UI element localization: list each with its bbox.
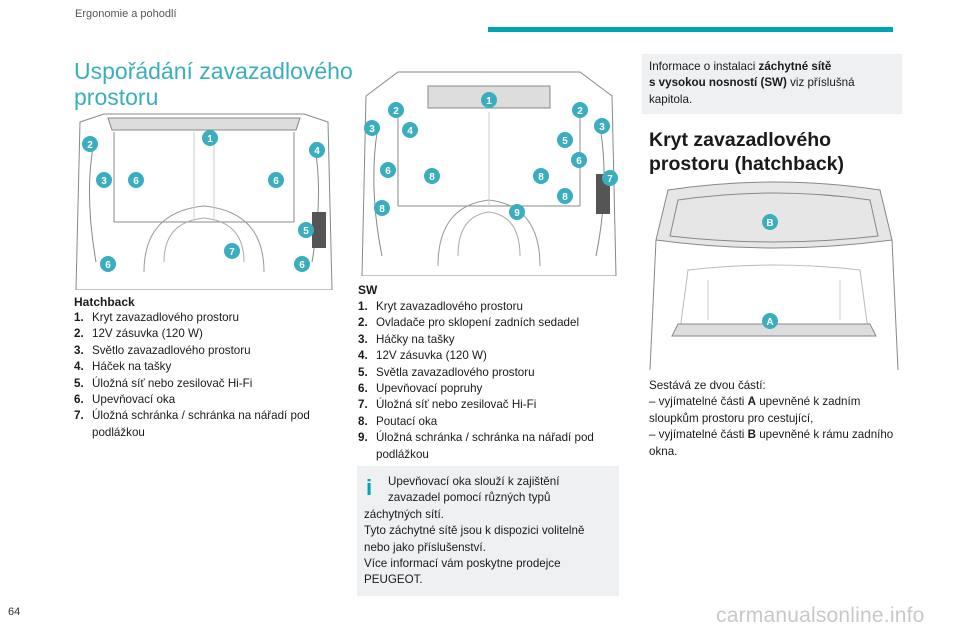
callout-b: B <box>766 218 773 229</box>
list-item: 5.Světla zavazadlového prostoru <box>358 365 535 379</box>
list-item: 7.Úložná síť nebo zesilovač Hi-Fi <box>358 398 537 412</box>
callout-3a: 3 <box>369 124 375 135</box>
list-item: 1.Kryt zavazadlového prostoru <box>74 311 239 324</box>
cover-illustration: B A <box>649 181 899 370</box>
info-box <box>357 466 619 596</box>
hatchback-list: 1.Kryt zavazadlového prostoru 2.12V zásu… <box>74 310 336 441</box>
sw-callouts: 1 2 2 3 3 4 5 6 6 7 8 8 8 8 9 <box>364 92 618 220</box>
list-item: 3.Světlo zavazadlového prostoru <box>74 343 251 357</box>
cover-title: Kryt zavazadlového prostoru (hatchback) <box>649 129 845 175</box>
hatchback-caption: Hatchback <box>74 295 135 309</box>
list-item: 2.12V zásuvka (120 W) <box>74 327 203 341</box>
list-item: 6.Upevňovací oka <box>74 393 176 407</box>
cover-part-a-shape <box>671 323 877 337</box>
list-item: 5.Úložná síť nebo zesilovač Hi-Fi <box>74 376 253 390</box>
header-accent-bar <box>488 27 893 32</box>
list-item: 1.Kryt zavazadlového prostoru <box>358 300 523 313</box>
sw-illustration: 1 2 2 3 3 4 5 6 6 7 8 8 8 8 9 <box>361 71 618 276</box>
callout-7: 7 <box>607 174 613 185</box>
callout-8a: 8 <box>429 172 435 183</box>
installation-info-box <box>642 54 902 114</box>
callout-6a: 6 <box>133 176 139 187</box>
list-item: 7.Úložná schránka / schránka na nářadí p… <box>74 409 310 439</box>
callout-8c: 8 <box>379 204 385 215</box>
hatchback-callouts: 1 2 3 4 5 6 6 6 6 7 <box>82 130 325 272</box>
callout-4: 4 <box>314 146 320 157</box>
callout-6a: 6 <box>385 166 391 177</box>
callout-6c: 6 <box>105 260 111 271</box>
callout-3: 3 <box>101 176 107 187</box>
list-item: 4.Háček na tašky <box>74 360 172 374</box>
info-icon: i <box>366 475 373 500</box>
callout-4: 4 <box>407 126 413 137</box>
callout-5: 5 <box>562 136 568 147</box>
page-number: 64 <box>8 606 21 618</box>
sw-caption: SW <box>358 283 378 297</box>
callout-1: 1 <box>486 96 492 107</box>
cover-description: Sestává ze dvou částí: – vyjímatelné čás… <box>649 379 894 458</box>
callout-5: 5 <box>303 226 309 237</box>
callout-7: 7 <box>229 247 235 258</box>
section-title: Ergonomie a pohodlí <box>75 8 177 20</box>
callout-6b: 6 <box>273 176 279 187</box>
page-title: Uspořádání zavazadlového prostoru <box>74 58 353 110</box>
callout-2b: 2 <box>577 106 583 117</box>
callout-8b: 8 <box>538 172 544 183</box>
info-box-text: Upevňovací oka slouží k zajištění zavaza… <box>364 475 585 587</box>
list-item: 6.Upevňovací popruhy <box>358 382 483 396</box>
installation-info-text: Informace o instalaci záchytné sítě s vy… <box>649 60 855 106</box>
callout-8d: 8 <box>562 192 568 203</box>
callout-2: 2 <box>87 140 93 151</box>
watermark: carmanualsonline.info <box>716 604 925 627</box>
callout-1: 1 <box>207 134 213 145</box>
callout-6b: 6 <box>576 156 582 167</box>
list-item: 2.Ovladače pro sklopení zadních sedadel <box>358 316 580 330</box>
callout-a: A <box>766 317 773 328</box>
list-item: 3.Háčky na tašky <box>358 332 455 346</box>
callout-2a: 2 <box>393 106 399 117</box>
cover-callouts: B A <box>762 214 778 329</box>
list-item: 9.Úložná schránka / schránka na nářadí p… <box>358 431 594 461</box>
list-item: 4.12V zásuvka (120 W) <box>358 349 487 363</box>
storage-net-shape <box>312 212 326 248</box>
callout-3b: 3 <box>599 122 605 133</box>
list-item: 8.Poutací oka <box>358 414 438 428</box>
callout-9: 9 <box>514 208 520 219</box>
callout-6d: 6 <box>299 260 305 271</box>
hatchback-illustration: 1 2 3 4 5 6 6 6 6 7 <box>75 113 333 290</box>
sw-list: 1.Kryt zavazadlového prostoru 2.Ovladače… <box>358 299 620 463</box>
